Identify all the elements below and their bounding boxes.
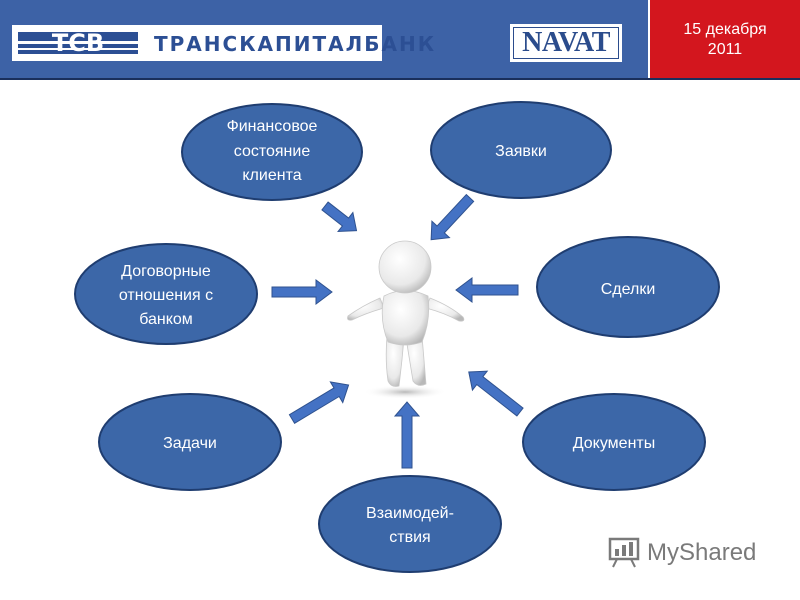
node-tasks: Задачи [98,393,282,491]
header-divider [0,78,800,80]
node-interact-label-2: ствия [389,529,430,546]
arrow-from-interact [393,401,421,469]
node-fin-label-1: Финансовое [227,118,318,135]
node-interact-label-1: Взаимодей- [366,505,454,522]
tcb-logo-mark-icon: TCB [18,29,138,57]
node-orders-label: Заявки [495,143,547,160]
slide-date: 15 декабря 2011 [652,20,798,60]
node-contract-label-2: отношения с [119,287,213,304]
date-line-1: 15 декабря [683,21,767,38]
header-red-band [650,0,800,78]
bank-name: ТРАНСКАПИТАЛБАНК [154,32,437,56]
node-docs-label: Документы [573,435,655,452]
white-person-figure-icon [347,240,465,399]
date-line-2: 2011 [707,41,743,58]
node-tasks-label: Задачи [163,435,217,452]
slide-header: TCB ТРАНСКАПИТАЛБАНК NAVAT 15 декабря 20… [0,0,800,80]
node-fin-label-2: состояние [234,143,311,160]
node-contract: Договорные отношения с банком [74,243,258,345]
node-contract-label-1: Договорные [121,263,211,280]
arrows [271,193,524,469]
node-fin-label-3: клиента [242,167,301,184]
navat-logo: NAVAT [510,24,622,62]
node-fin: Финансовое состояние клиента [181,103,363,201]
arrow-from-orders [430,193,475,241]
arrow-from-docs [468,370,524,417]
node-orders: Заявки [430,101,612,199]
arrow-from-fin [321,201,358,233]
node-contract-label-3: банком [139,311,193,328]
node-docs: Документы [522,393,706,491]
myshared-watermark: MyShared [607,536,767,570]
navat-logo-text: NAVAT [513,27,619,59]
arrow-from-contract [271,279,333,305]
node-interact: Взаимодей- ствия [318,475,502,573]
arrow-from-tasks [288,381,350,424]
watermark-text: MyShared [647,539,757,566]
presentation-board-icon [608,537,640,568]
node-deals: Сделки [536,236,720,338]
node-deals-label: Сделки [601,281,656,298]
arrow-from-deals [455,277,519,303]
tcb-abbrev: TCB [52,29,104,57]
transcapitalbank-logo: TCB ТРАНСКАПИТАЛБАНК [12,25,434,61]
